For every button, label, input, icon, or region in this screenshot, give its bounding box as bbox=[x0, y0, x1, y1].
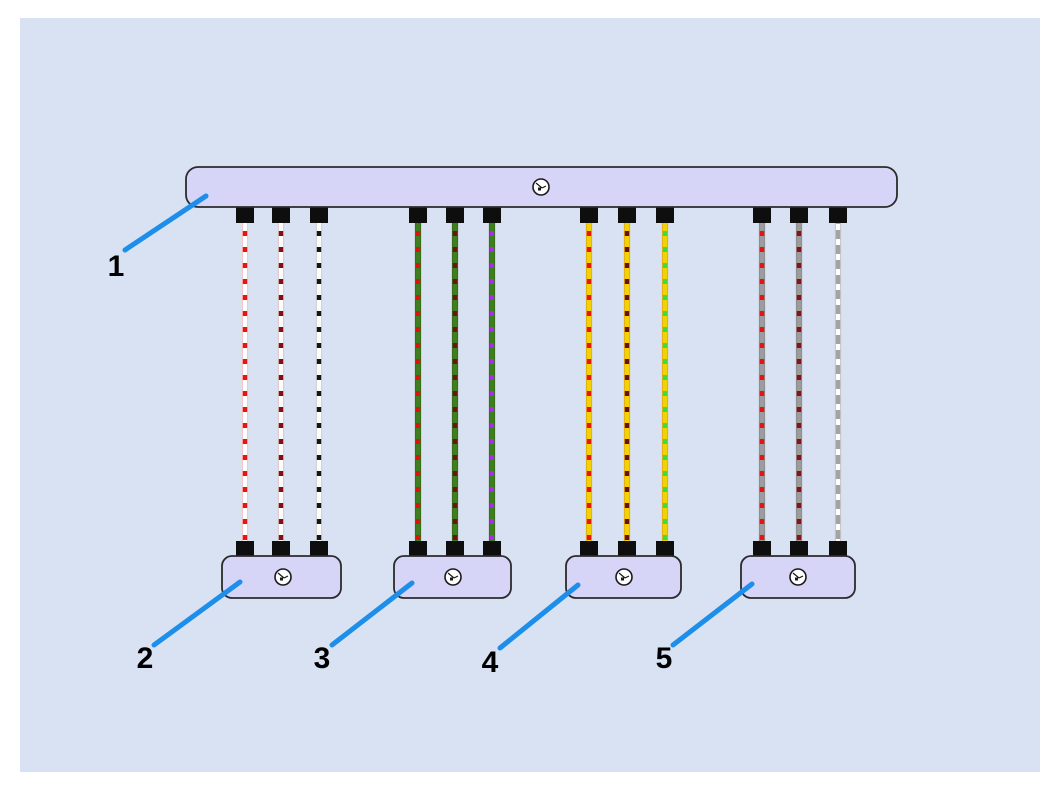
callout-label-2: 2 bbox=[137, 642, 154, 675]
connector-tab-top bbox=[753, 206, 771, 223]
screw-slot bbox=[624, 575, 630, 579]
connector-tab-bottom bbox=[790, 541, 808, 558]
connector-tab-top bbox=[272, 206, 290, 223]
connector-tab-bottom bbox=[618, 541, 636, 558]
screw-icon bbox=[532, 178, 550, 196]
screw-mark bbox=[621, 577, 624, 581]
screw-icon bbox=[789, 568, 807, 586]
screw-slot bbox=[447, 572, 455, 579]
connector-tab-top bbox=[236, 206, 254, 223]
connector-tab-bottom bbox=[236, 541, 254, 558]
callout-line-1 bbox=[122, 193, 209, 253]
screw-icon bbox=[444, 568, 462, 586]
connector-tab-top bbox=[618, 206, 636, 223]
callout-line-4 bbox=[497, 582, 581, 651]
callout-label-5: 5 bbox=[656, 642, 673, 675]
screw-icon bbox=[615, 568, 633, 586]
connector-tab-top bbox=[483, 206, 501, 223]
callout-label-1: 1 bbox=[108, 250, 125, 283]
connector-tab-bottom bbox=[483, 541, 501, 558]
callout-label-3: 3 bbox=[314, 642, 331, 675]
screw-slot bbox=[535, 182, 543, 189]
connector-tab-bottom bbox=[580, 541, 598, 558]
connector-tab-top bbox=[409, 206, 427, 223]
screw-mark bbox=[450, 577, 453, 581]
connector-tab-bottom bbox=[753, 541, 771, 558]
connector-tab-bottom bbox=[272, 541, 290, 558]
callout-line-3 bbox=[329, 580, 415, 648]
callout-line-5 bbox=[670, 581, 755, 648]
screw-mark bbox=[280, 577, 283, 581]
screw-mark bbox=[538, 187, 541, 191]
screw-slot bbox=[277, 572, 285, 579]
screw-slot bbox=[792, 572, 800, 579]
connector-tab-top bbox=[829, 206, 847, 223]
callout-line-2 bbox=[151, 579, 243, 648]
canvas-background bbox=[20, 18, 1040, 772]
connector-tab-bottom bbox=[310, 541, 328, 558]
screw-slot bbox=[618, 572, 626, 579]
connector-tab-top bbox=[790, 206, 808, 223]
screw-slot bbox=[283, 575, 289, 579]
connector-tab-top bbox=[310, 206, 328, 223]
connector-tab-bottom bbox=[446, 541, 464, 558]
screw-mark bbox=[795, 577, 798, 581]
screw-icon bbox=[274, 568, 292, 586]
screw-slot bbox=[453, 575, 459, 579]
screw-slot bbox=[798, 575, 804, 579]
callout-label-4: 4 bbox=[482, 646, 499, 679]
connector-tab-top bbox=[656, 206, 674, 223]
screw-slot bbox=[541, 185, 547, 189]
connector-tab-bottom bbox=[829, 541, 847, 558]
connector-tab-top bbox=[580, 206, 598, 223]
connector-tab-bottom bbox=[409, 541, 427, 558]
connector-tab-bottom bbox=[656, 541, 674, 558]
connector-tab-top bbox=[446, 206, 464, 223]
